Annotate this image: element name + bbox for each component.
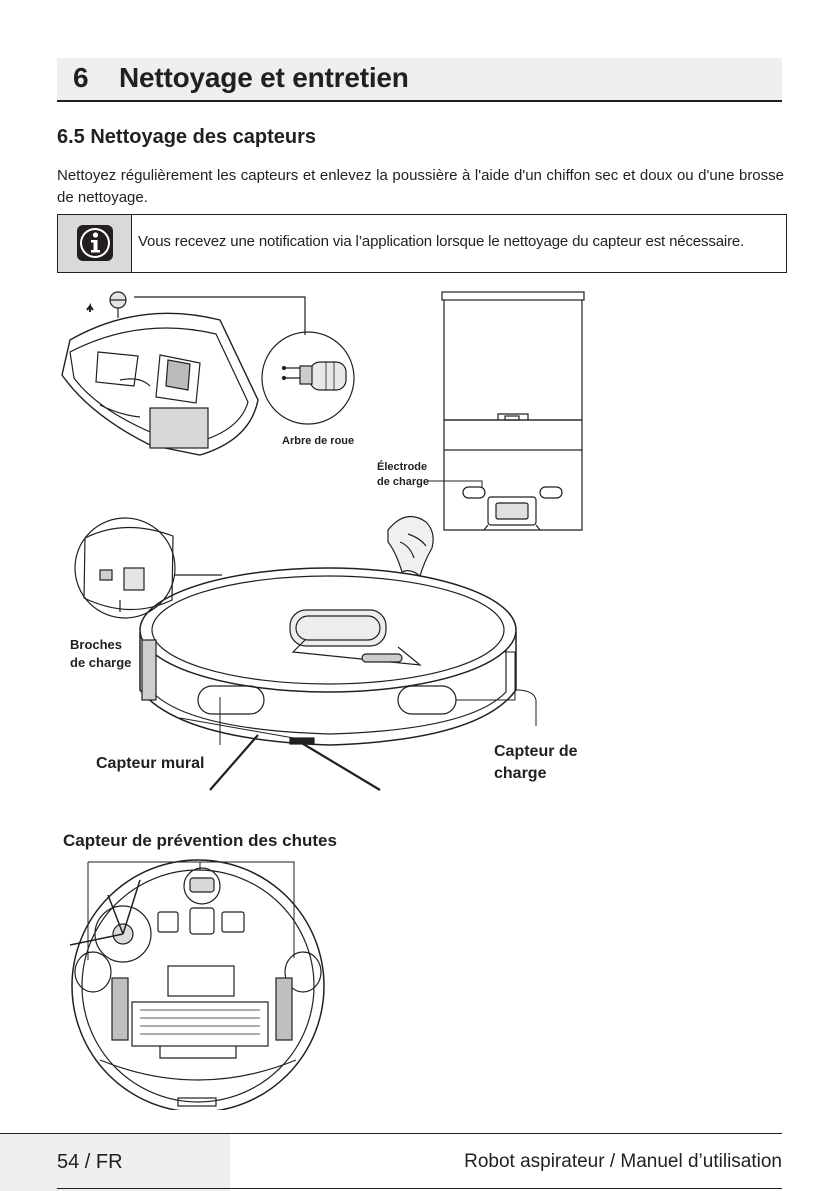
label-wall-sensor: Capteur mural <box>96 755 205 772</box>
section-title: 6.5 Nettoyage des capteurs <box>57 126 316 148</box>
docking-station-drawing <box>428 291 585 531</box>
body-paragraph: Nettoyez régulièrement les capteurs et e… <box>57 167 784 206</box>
label-charge-sensor-1: Capteur de <box>494 743 578 760</box>
label-charging-electrode-1: Électrode <box>377 461 428 473</box>
note-text: Vous recevez une notification via l’appl… <box>138 233 745 250</box>
label-cliff-sensor: Capteur de prévention des chutes <box>63 831 337 850</box>
wheel-axle-callout <box>134 296 355 425</box>
robot-underside-drawing <box>69 859 325 1113</box>
chapter-header: 6 Nettoyage et entretien <box>57 58 782 102</box>
label-charging-pins-2: de charge <box>70 655 132 670</box>
footer-shade <box>0 1134 230 1191</box>
cleaning-cloth-drawing <box>387 515 434 578</box>
label-charging-pins-1: Broches <box>70 637 123 652</box>
label-wheel-axle: Arbre de roue <box>282 435 355 447</box>
info-note: Vous recevez une notification via l’appl… <box>57 214 787 273</box>
footer-divider-bottom <box>57 1188 782 1189</box>
page-number: 54 / FR <box>57 1151 123 1173</box>
info-icon <box>77 225 113 261</box>
info-icon-cell <box>58 215 132 272</box>
robot-main-drawing <box>139 567 537 791</box>
sensor-diagram <box>61 291 585 1113</box>
label-charging-electrode-2: de charge <box>377 476 429 488</box>
manual-title: Robot aspirateur / Manuel d’utilisation <box>464 1151 782 1172</box>
robot-interior-drawing <box>61 291 259 456</box>
chapter-number: 6 <box>73 62 89 93</box>
charging-pins-callout <box>74 517 222 619</box>
sensor-illustration: Arbre de roue Électrode de charge Broche… <box>0 280 839 1113</box>
chapter-title: Nettoyage et entretien <box>119 62 409 93</box>
label-charge-sensor-2: charge <box>494 765 547 782</box>
footer-divider-top <box>0 1133 782 1134</box>
